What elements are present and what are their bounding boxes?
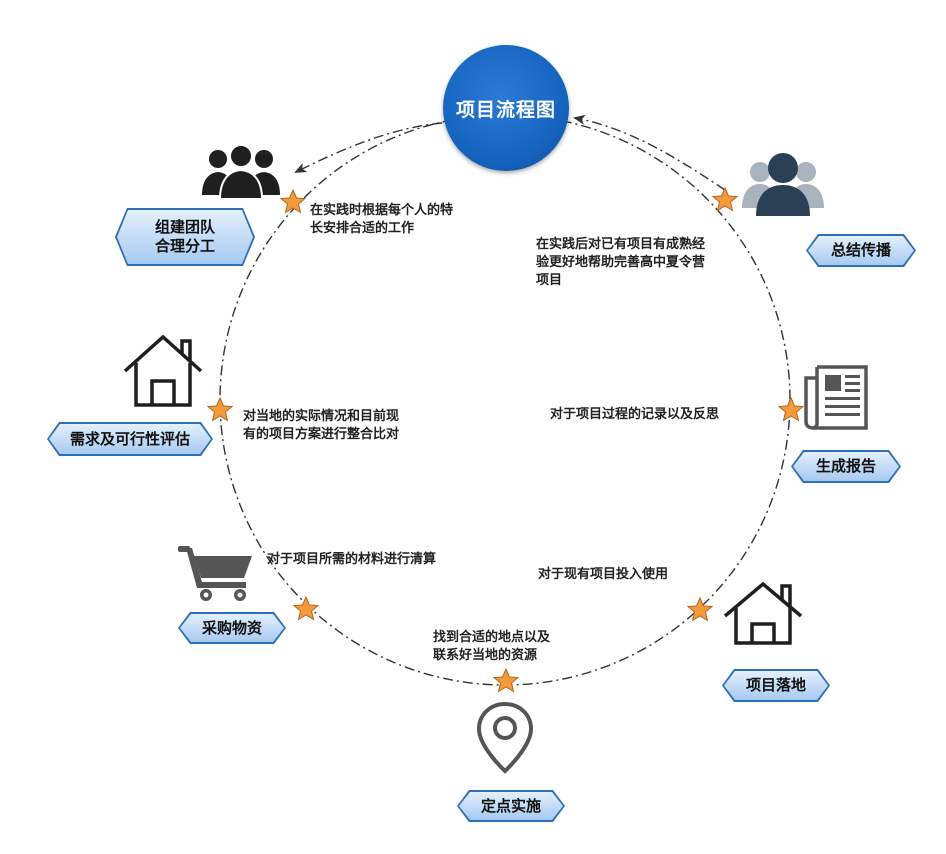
star-step-2 (206, 396, 234, 422)
team-icon (202, 144, 280, 199)
house-icon (123, 334, 203, 407)
star-step-4 (492, 667, 520, 693)
star-step-6 (777, 396, 805, 422)
step-label-line: 组建团队 (154, 218, 215, 236)
step-stars (206, 186, 805, 693)
step-label-landing: 项目落地 (722, 669, 830, 702)
step-description-landing: 对于现有项目投入使用 (538, 566, 668, 584)
desc-line: 长安排合适的工作 (310, 221, 415, 236)
step-description-team: 在实践时根据每个人的特 长安排合适的工作 (310, 202, 453, 238)
desc-line: 项目 (536, 273, 563, 288)
step-description-summary: 在实践后对已有项目有成熟经 验更好地帮助完善高中夏令营 项目 (536, 236, 705, 290)
step-label-line: 需求及可行性评估 (69, 429, 190, 448)
star-step-5 (686, 596, 714, 622)
step-description-implement: 找到合适的地点以及 联系好当地的资源 (433, 629, 550, 665)
step-label-line: 总结传播 (830, 241, 891, 259)
desc-line: 对于现有项目投入使用 (538, 567, 669, 582)
step-label-summary: 总结传播 (806, 234, 916, 267)
desc-line: 验更好地帮助完善高中夏令营 (536, 255, 706, 270)
arrow-to-team (294, 122, 443, 173)
desc-line: 在实践后对已有项目有成熟经 (536, 237, 706, 252)
desc-line: 对于项目过程的记录以及反思 (550, 407, 720, 422)
star-step-3 (292, 595, 320, 621)
step-label-implement: 定点实施 (457, 790, 565, 822)
step-description-purchase: 对于项目所需的材料进行清算 (267, 551, 436, 569)
house-icon (723, 581, 803, 645)
step-description-report: 对于项目过程的记录以及反思 (550, 406, 719, 424)
desc-line: 联系好当地的资源 (433, 648, 538, 663)
desc-line: 对当地的实际情况和目前现 (243, 409, 400, 424)
desc-line: 对于项目所需的材料进行清算 (267, 552, 437, 567)
desc-line: 找到合适的地点以及 (433, 630, 551, 645)
step-label-line: 合理分工 (154, 237, 215, 255)
step-label-line: 项目落地 (745, 676, 806, 694)
step-label-line: 采购物资 (201, 618, 262, 637)
arrow-to-center (573, 114, 726, 191)
step-label-report: 生成报告 (791, 450, 901, 483)
star-step-7 (711, 186, 739, 212)
center-title-circle: 项目流程图 (443, 45, 569, 171)
step-label-purchase: 采购物资 (178, 612, 286, 644)
shopping-cart-icon (178, 546, 252, 601)
group-icon (742, 153, 824, 216)
center-title: 项目流程图 (455, 98, 556, 121)
star-step-1 (279, 188, 307, 214)
step-label-line: 定点实施 (480, 796, 541, 815)
desc-line: 有的项目方案进行整合比对 (243, 427, 400, 442)
step-label-team: 组建团队 合理分工 (115, 208, 255, 266)
desc-line: 在实践时根据每个人的特 (310, 203, 454, 218)
step-description-assessment: 对当地的实际情况和目前现 有的项目方案进行整合比对 (243, 408, 399, 444)
step-label-assessment: 需求及可行性评估 (47, 422, 213, 456)
step-label-line: 生成报告 (815, 457, 876, 475)
location-pin-icon (476, 701, 534, 774)
newspaper-icon (804, 365, 868, 430)
